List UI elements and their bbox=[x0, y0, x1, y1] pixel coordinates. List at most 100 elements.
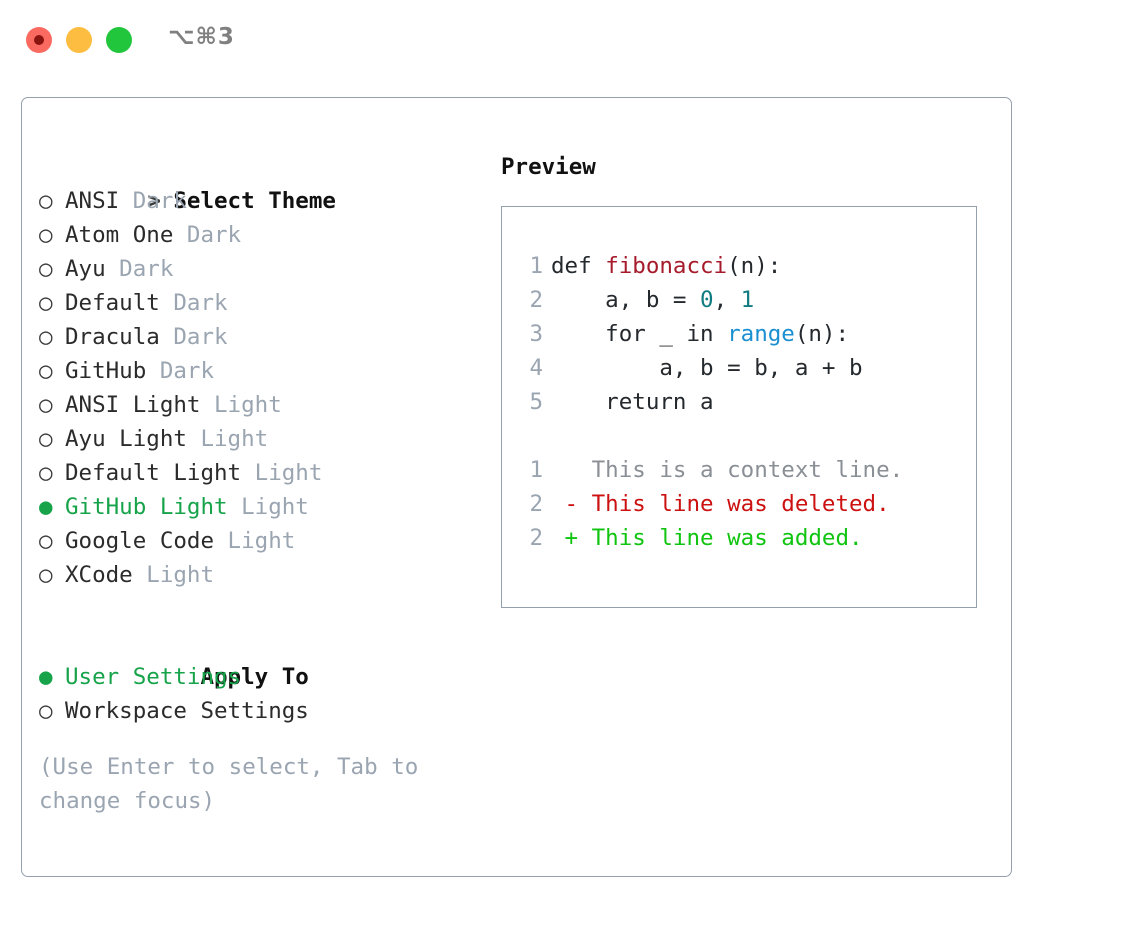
radio-unselected-icon: ○ bbox=[39, 426, 53, 452]
theme-list-item[interactable]: ○ Ayu Dark bbox=[39, 252, 479, 286]
theme-name-label: Ayu Light bbox=[65, 426, 187, 452]
apply-to-heading-label: Apply To bbox=[200, 664, 309, 690]
apply-to-section: Apply To ●User Settings ○ Workspace Settin… bbox=[39, 626, 479, 728]
theme-name-label: ANSI bbox=[65, 188, 120, 214]
prompt-caret-icon: > bbox=[147, 188, 161, 214]
minimize-window-button[interactable] bbox=[66, 27, 92, 53]
diff-line-text: - This line was deleted. bbox=[551, 491, 890, 517]
apply-to-list-item[interactable]: ●User Settings bbox=[39, 660, 479, 694]
diff-line-number: 2 bbox=[529, 491, 543, 517]
radio-unselected-icon: ○ bbox=[39, 188, 53, 214]
diff-line: 2 - This line was deleted. bbox=[517, 487, 970, 521]
diff-line-text: + This line was added. bbox=[551, 525, 863, 551]
apply-to-list: ●User Settings ○ Workspace Settings bbox=[39, 660, 479, 728]
code-line: 4 a, b = b, a + b bbox=[517, 351, 970, 385]
apply-to-list-item[interactable]: ○ Workspace Settings bbox=[39, 694, 479, 728]
diff-line-number: 1 bbox=[529, 457, 543, 483]
code-token: fibonacci bbox=[605, 253, 728, 279]
select-theme-heading-label: Select Theme bbox=[173, 188, 336, 214]
dialog-panel: >Select Theme ○ANSI Dark○Atom One Dark○A… bbox=[21, 97, 1012, 877]
theme-list-item[interactable]: ○ ANSI Dark bbox=[39, 184, 479, 218]
radio-unselected-icon: ○ bbox=[39, 698, 53, 724]
theme-name-label: GitHub Light bbox=[65, 494, 228, 520]
code-token: , bbox=[713, 287, 741, 313]
theme-list-item[interactable]: ○ GitHub Dark bbox=[39, 354, 479, 388]
code-diff-spacer bbox=[517, 419, 970, 453]
theme-list-item[interactable]: ○ ANSI Light Light bbox=[39, 388, 479, 422]
title-bar: ⌥⌘3 bbox=[0, 0, 1140, 78]
code-line-number: 5 bbox=[529, 389, 543, 415]
theme-name-label: Ayu bbox=[65, 256, 106, 282]
theme-name-label: Default bbox=[65, 290, 160, 316]
theme-variant-label: Dark bbox=[146, 358, 215, 384]
apply-to-heading: Apply To bbox=[39, 626, 479, 690]
theme-variant-label: Dark bbox=[105, 256, 174, 282]
code-token: for _ in bbox=[551, 321, 728, 347]
code-token: a, b = b, a + b bbox=[551, 355, 863, 381]
code-line-number: 3 bbox=[529, 321, 543, 347]
diff-line: 1 This is a context line. bbox=[517, 453, 970, 487]
code-line: 1 def fibonacci(n): bbox=[517, 249, 970, 283]
theme-name-label: GitHub bbox=[65, 358, 147, 384]
code-token: 0 bbox=[700, 287, 714, 313]
code-token: 1 bbox=[740, 287, 755, 313]
theme-list: ○ANSI Dark○Atom One Dark○Ayu Dark○Defaul… bbox=[39, 184, 479, 592]
theme-list-item[interactable]: ○ Google Code Light bbox=[39, 524, 479, 558]
apply-to-label: User Settings bbox=[65, 664, 242, 690]
maximize-window-button[interactable] bbox=[106, 27, 132, 53]
code-token: (n): bbox=[727, 253, 782, 279]
theme-name-label: XCode bbox=[65, 562, 133, 588]
code-token: return a bbox=[551, 389, 714, 415]
radio-unselected-icon: ○ bbox=[39, 392, 53, 418]
preview-heading: Preview bbox=[501, 154, 596, 180]
theme-list-item[interactable]: ○ XCode Light bbox=[39, 558, 479, 592]
code-token: def bbox=[551, 253, 606, 279]
theme-variant-label: Dark bbox=[159, 290, 228, 316]
theme-name-label: Atom One bbox=[65, 222, 174, 248]
radio-unselected-icon: ○ bbox=[39, 256, 53, 282]
radio-selected-icon: ● bbox=[39, 494, 53, 520]
theme-list-item[interactable]: ● GitHub Light Light bbox=[39, 490, 479, 524]
theme-variant-label: Light bbox=[227, 494, 309, 520]
theme-list-item[interactable]: ○ Default Dark bbox=[39, 286, 479, 320]
close-window-button[interactable] bbox=[26, 27, 52, 53]
theme-list-item[interactable]: ○ Default Light Light bbox=[39, 456, 479, 490]
theme-variant-label: Light bbox=[241, 460, 323, 486]
keyboard-shortcut-label: ⌥⌘3 bbox=[168, 24, 235, 50]
theme-list-item[interactable]: ○Dracula Dark bbox=[39, 320, 479, 354]
radio-unselected-icon: ○ bbox=[39, 562, 53, 588]
theme-list-item[interactable]: ○Atom One Dark bbox=[39, 218, 479, 252]
diff-lines: 1 This is a context line.2 - This line w… bbox=[517, 453, 970, 555]
theme-variant-label: Dark bbox=[173, 222, 242, 248]
radio-unselected-icon: ○ bbox=[39, 528, 53, 554]
diff-line-text: This is a context line. bbox=[551, 457, 904, 483]
theme-name-label: Dracula bbox=[65, 324, 160, 350]
theme-variant-label: Light bbox=[132, 562, 215, 588]
theme-list-item[interactable]: ○ Ayu Light Light bbox=[39, 422, 479, 456]
code-line: 2 a, b = 0, 1 bbox=[517, 283, 970, 317]
code-line: 3 for _ in range(n): bbox=[517, 317, 970, 351]
radio-unselected-icon: ○ bbox=[39, 460, 53, 486]
theme-selection-column: >Select Theme ○ANSI Dark○Atom One Dark○A… bbox=[39, 150, 479, 818]
theme-variant-label: Light bbox=[200, 392, 282, 418]
code-line: 5 return a bbox=[517, 385, 970, 419]
radio-unselected-icon: ○ bbox=[39, 358, 53, 384]
apply-to-label: Workspace Settings bbox=[65, 698, 309, 724]
theme-name-label: Google Code bbox=[65, 528, 215, 554]
radio-unselected-icon: ○ bbox=[39, 290, 53, 316]
theme-name-label: Default Light bbox=[65, 460, 242, 486]
theme-variant-label: Dark bbox=[119, 188, 187, 214]
theme-name-label: ANSI Light bbox=[65, 392, 201, 418]
code-token: a, b = bbox=[551, 287, 701, 313]
code-line-number: 1 bbox=[529, 253, 543, 279]
theme-variant-label: Light bbox=[214, 528, 296, 554]
theme-variant-label: Light bbox=[186, 426, 269, 452]
code-token: (n): bbox=[794, 321, 850, 347]
code-line-number: 4 bbox=[529, 355, 543, 381]
diff-line: 2 + This line was added. bbox=[517, 521, 970, 555]
